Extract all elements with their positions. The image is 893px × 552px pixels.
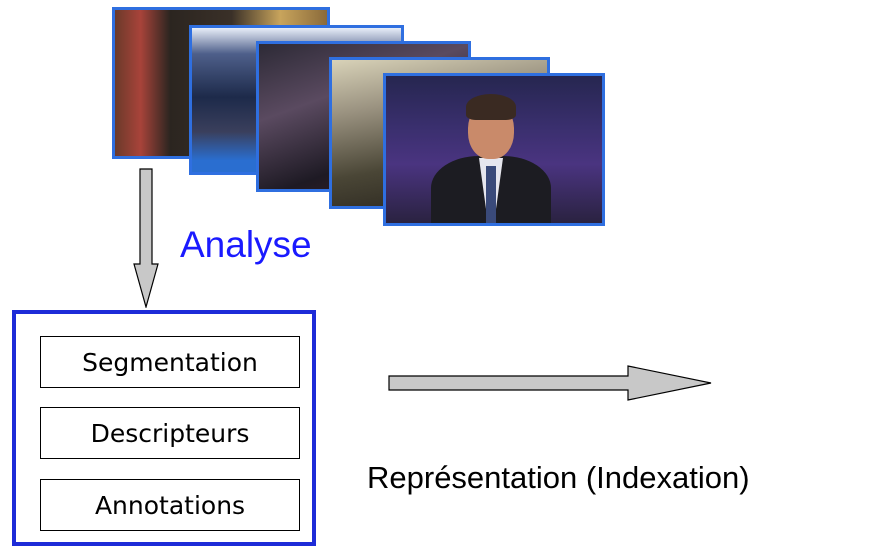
down-arrow-icon <box>133 168 159 308</box>
step-descripteurs: Descripteurs <box>40 407 300 459</box>
analysis-box: Segmentation Descripteurs Annotations <box>12 310 316 546</box>
representation-label: Représentation (Indexation) <box>367 460 750 495</box>
step-annotations: Annotations <box>40 479 300 531</box>
analyse-label: Analyse <box>180 224 312 265</box>
video-frame-5-news-anchor <box>383 73 605 226</box>
step-segmentation: Segmentation <box>40 336 300 388</box>
right-arrow-icon <box>388 365 712 401</box>
